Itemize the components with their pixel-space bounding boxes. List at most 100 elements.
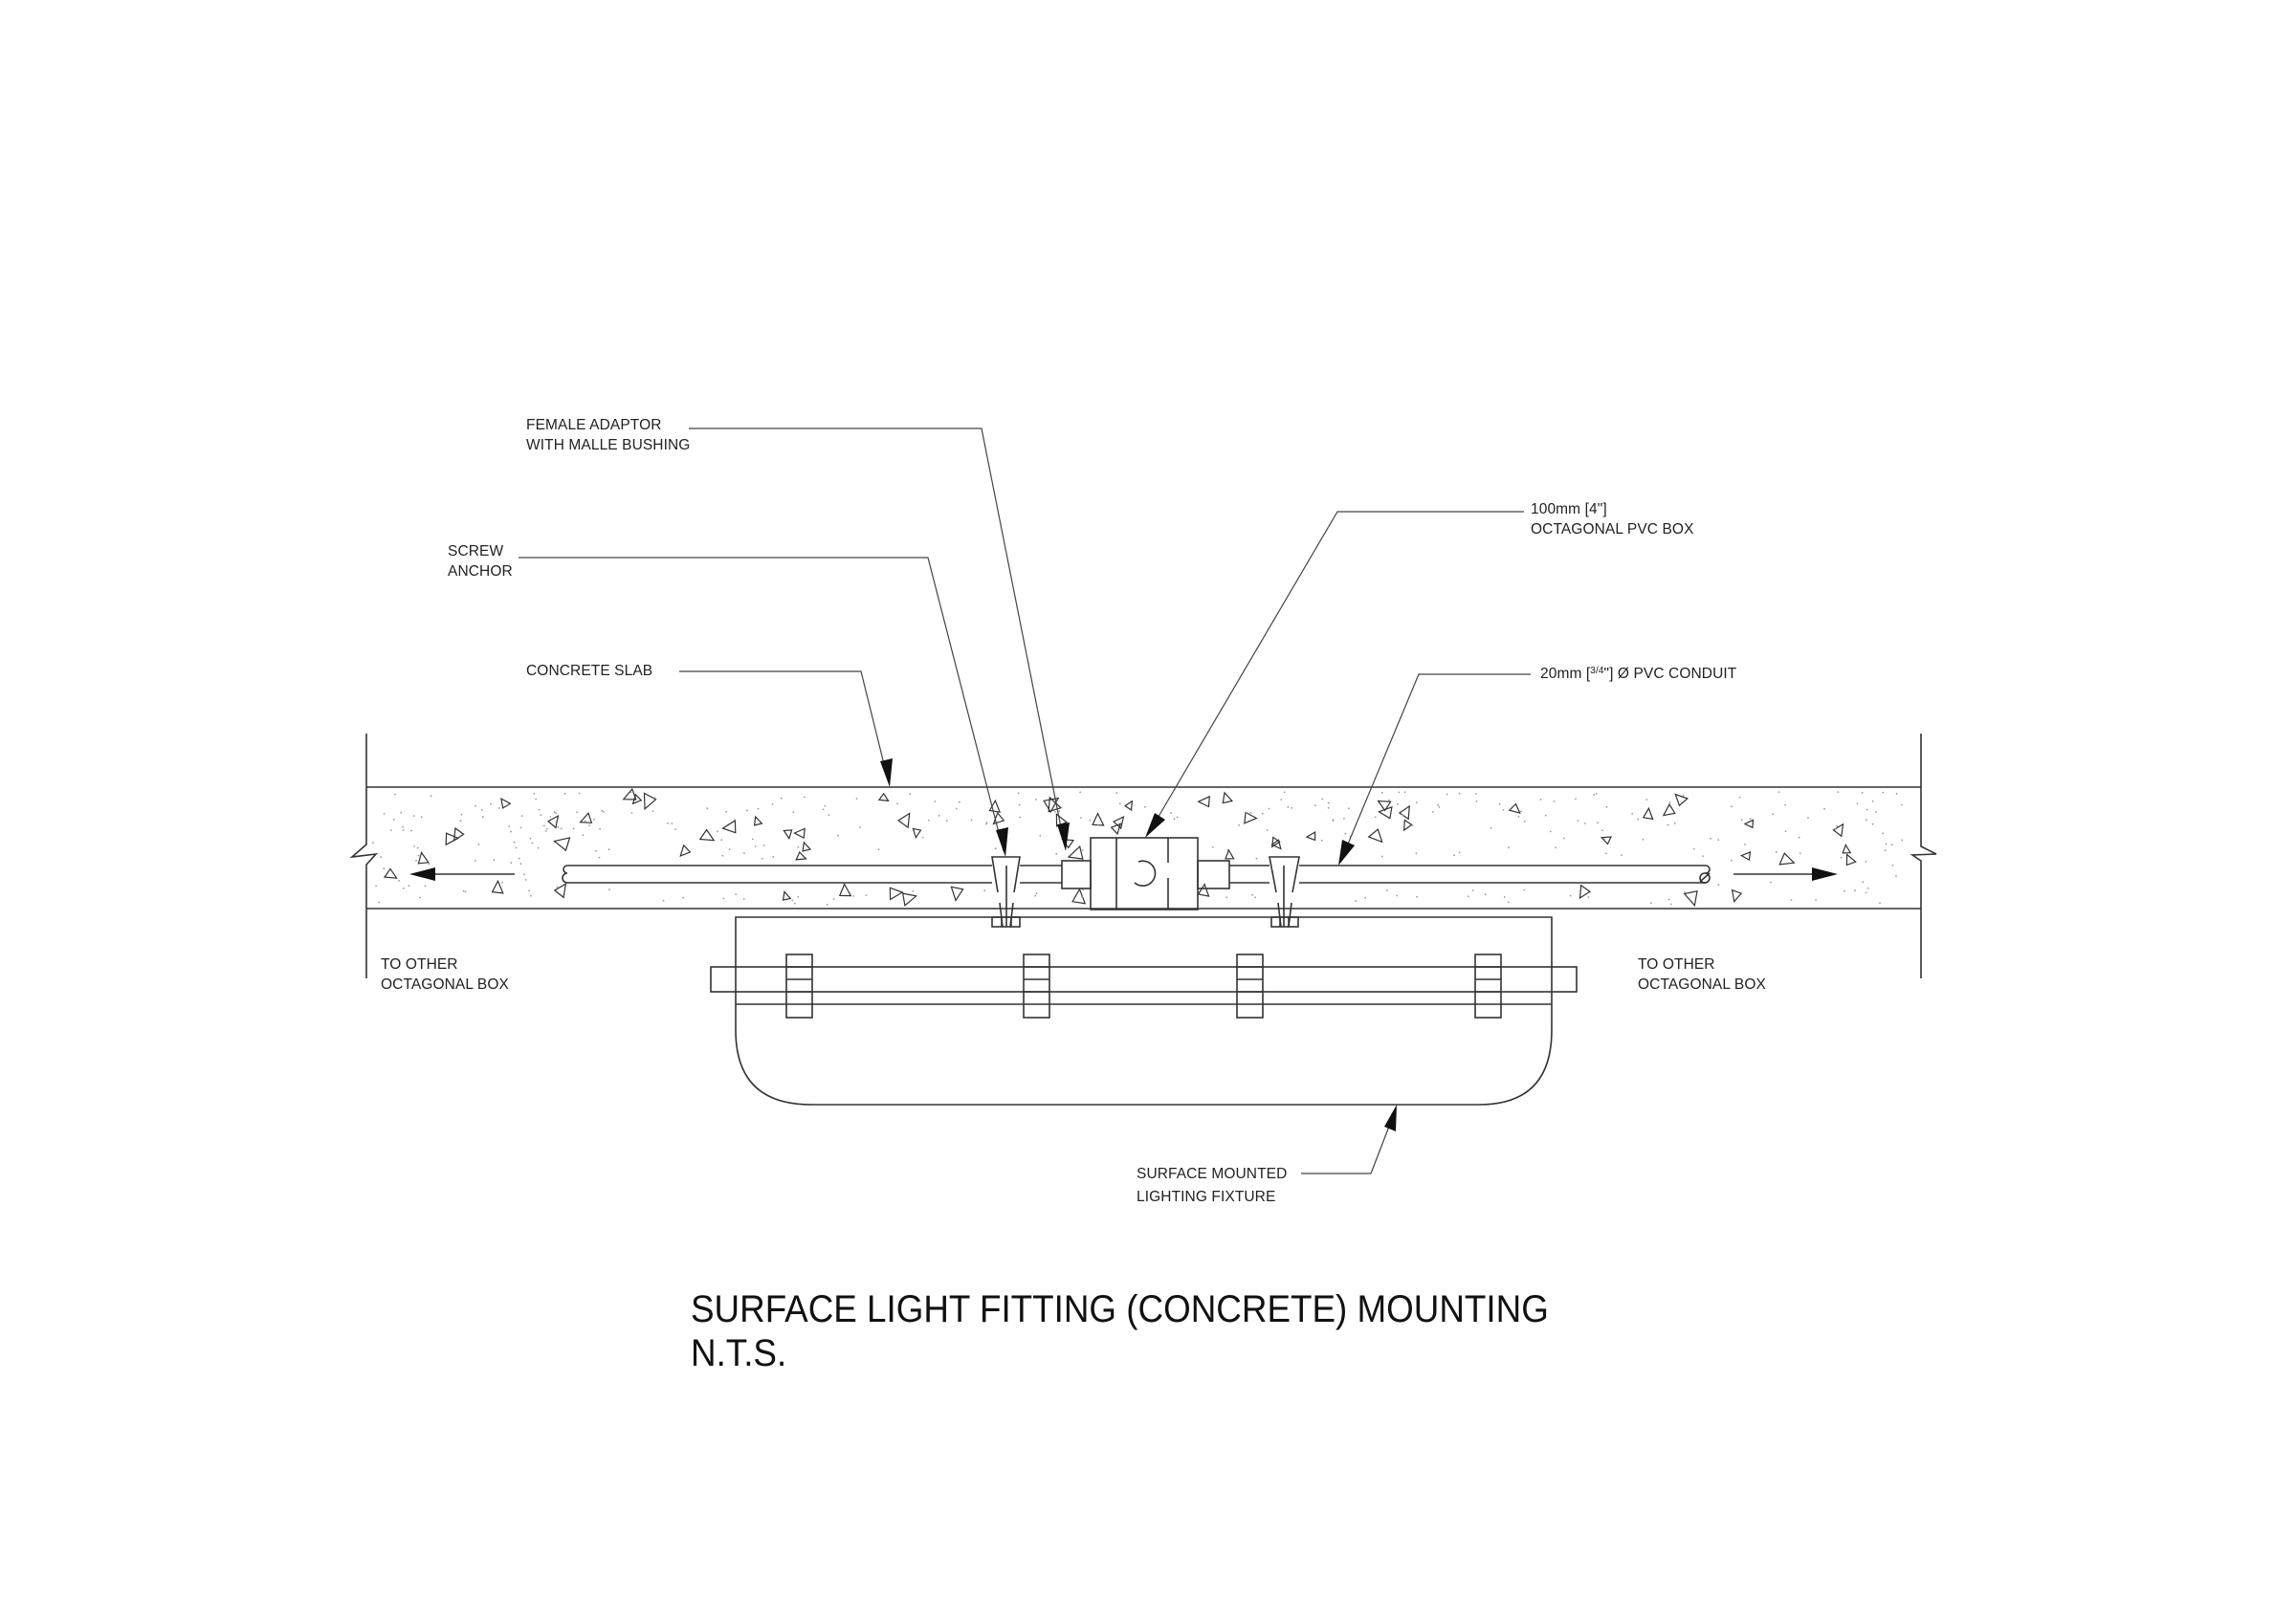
aggregate-dot (1364, 896, 1367, 899)
aggregate-dot (751, 838, 754, 841)
aggregate-dot (475, 804, 476, 807)
concrete-slab (349, 734, 1937, 978)
drawing-title-block: SURFACE LIGHT FITTING (CONCRETE) MOUNTIN… (691, 1287, 1549, 1375)
aggregate-dot (1347, 807, 1350, 810)
aggregate-dot (1667, 898, 1670, 901)
label-female-adaptor: FEMALE ADAPTOR WITH MALLE BUSHING (526, 415, 690, 455)
label-line: OCTAGONAL BOX (1638, 976, 1766, 993)
aggregate-dot (1081, 849, 1084, 851)
aggregate-triangle (1731, 888, 1743, 904)
aggregate-dot (1287, 806, 1290, 808)
aggregate-triangle (622, 787, 637, 801)
aggregate-triangle (1071, 888, 1087, 905)
aggregate-dot (1498, 802, 1501, 805)
aggregate-dot (1431, 811, 1434, 813)
aggregate-dot (983, 889, 986, 892)
aggregate-dot (1283, 791, 1286, 794)
aggregate-dot (1784, 830, 1787, 833)
aggregate-dot (415, 860, 417, 862)
aggregate-dot (1890, 844, 1893, 846)
aggregate-dot (1587, 896, 1590, 898)
aggregate-dot (1474, 793, 1477, 795)
aggregate-triangle (1642, 806, 1654, 821)
aggregate-dot (1798, 836, 1800, 839)
aggregate-triangle (1377, 800, 1392, 812)
aggregate-triangle (1271, 836, 1281, 848)
aggregate-dot (1446, 793, 1448, 796)
aggregate-dot (1777, 791, 1780, 793)
aggregate-dot (1502, 809, 1505, 811)
aggregate-dot (1374, 816, 1377, 819)
aggregate-dot (1823, 807, 1825, 810)
aggregate-dot (1079, 791, 1082, 794)
aggregate-dot (1471, 889, 1474, 891)
aggregate-dot (1034, 894, 1037, 897)
aggregate-dot (1246, 811, 1248, 814)
knockout-arc (1134, 860, 1157, 887)
aggregate-dot (761, 858, 763, 860)
aggregate-dot (1836, 824, 1839, 827)
aggregate-dot (416, 846, 419, 849)
aggregate-triangle (950, 886, 964, 902)
label-octagonal-box: 100mm [4"] OCTAGONAL PVC BOX (1531, 499, 1694, 539)
aggregate-dot (375, 885, 377, 888)
aggregate-dot (1744, 844, 1746, 845)
label-line: WITH MALLE BUSHING (526, 437, 691, 453)
aggregate-dot (1692, 847, 1695, 850)
aggregate-dot (1261, 812, 1264, 815)
aggregate-dot (757, 807, 760, 810)
aggregate-dot (1577, 820, 1579, 822)
aggregate-triangle (553, 837, 571, 852)
aggregate-dot (662, 899, 665, 902)
label-line: ANCHOR (448, 563, 513, 580)
aggregate-triangle (1270, 839, 1282, 850)
aggregate-dot (803, 796, 806, 799)
aggregate-triangle (1578, 884, 1591, 900)
aggregate-dot (1710, 838, 1712, 840)
aggregate-dot (912, 890, 915, 892)
aggregate-dot (477, 844, 480, 845)
aggregate-dot (1575, 798, 1577, 801)
aggregate-dot (1080, 817, 1082, 819)
aggregate-dot (1343, 818, 1345, 820)
aggregate-dot (519, 826, 522, 829)
aggregate-dot (792, 811, 795, 814)
aggregate-dot (1601, 829, 1603, 832)
aggregate-dot (955, 807, 958, 810)
fixture-clamp (1023, 954, 1050, 1019)
aggregate-dot (1211, 845, 1214, 848)
aggregate-dot (523, 873, 525, 876)
aggregate-dot (1484, 893, 1487, 896)
aggregate-dot (1891, 865, 1894, 866)
aggregate-dot (1291, 807, 1293, 809)
aggregate-dot (588, 824, 590, 826)
aggregate-dot (1684, 891, 1686, 893)
aggregate-dot (497, 807, 500, 809)
leader-conduit (1338, 673, 1531, 866)
aggregate-dot (474, 860, 476, 862)
label-line: TO OTHER (1638, 956, 1715, 973)
aggregate-dot (1895, 792, 1898, 795)
aggregate-dot (1595, 793, 1598, 795)
aggregate-dot (519, 863, 522, 866)
aggregate-dot (529, 837, 532, 840)
label-conduit-suffix: "] Ø PVC CONDUIT (1603, 666, 1737, 682)
aggregate-dot (528, 889, 531, 891)
aggregate-triangle (643, 792, 657, 811)
aggregate-triangle (1508, 802, 1521, 814)
aggregate-dot (584, 820, 586, 822)
aggregate-triangle (445, 832, 460, 846)
direction-arrow-right (1733, 867, 1838, 881)
aggregate-dot (1740, 819, 1743, 822)
aggregate-dot (481, 816, 484, 819)
aggregate-triangle (1222, 791, 1234, 804)
aggregate-dot (563, 792, 566, 795)
aggregate-dot (1173, 818, 1176, 821)
aggregate-dot (797, 895, 800, 898)
fixture-clamp (785, 954, 813, 1019)
aggregate-triangle (491, 879, 504, 894)
aggregate-dot (1327, 801, 1330, 804)
aggregate-dot (1621, 854, 1623, 856)
aggregate-dot (896, 802, 898, 805)
aggregate-dot (1834, 828, 1837, 830)
